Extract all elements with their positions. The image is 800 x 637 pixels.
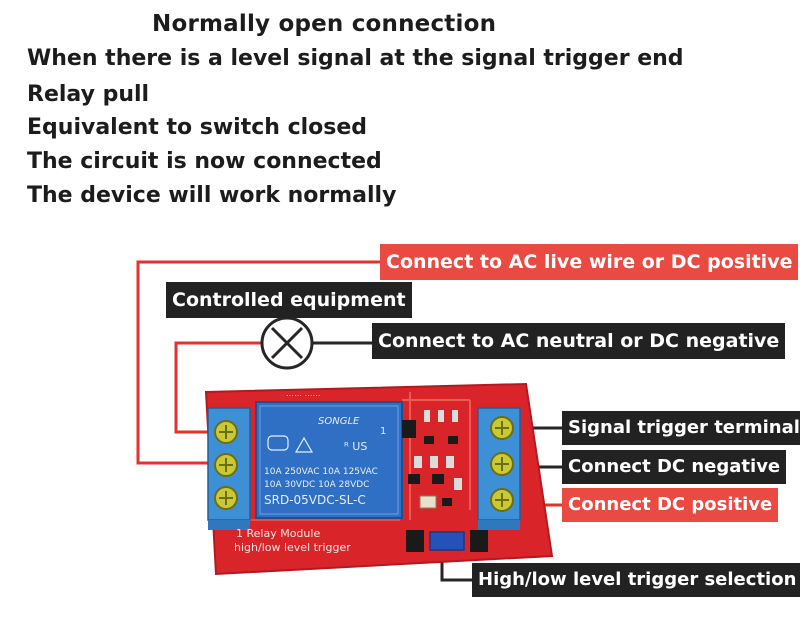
intro-line: When there is a level signal at the sign… <box>27 46 684 71</box>
relay-brand: SONGLE <box>318 416 360 427</box>
intro-line: The circuit is now connected <box>27 149 382 174</box>
smd-components <box>402 410 462 509</box>
equipment-lamp-symbol <box>260 316 314 370</box>
relay-rating-line-1: 10A 250VAC 10A 125VAC <box>264 467 378 477</box>
relay-module-board: …… …… SONGLE 1 ᴿ US 10A 250VAC 10A 125VA… <box>204 382 554 576</box>
label-signal-trigger: Signal trigger terminal <box>562 411 800 445</box>
label-dc-negative: Connect DC negative <box>562 450 787 484</box>
relay-rating-line-2: 10A 30VDC 10A 28VDC <box>264 480 369 490</box>
board-module-text: 1 Relay Module <box>236 527 320 540</box>
intro-line: Relay pull <box>27 82 150 107</box>
relay-pin-number: 1 <box>380 426 386 437</box>
label-controlled-equipment: Controlled equipment <box>166 282 412 318</box>
output-terminal-block <box>207 407 251 530</box>
wire-ac-live <box>136 260 380 465</box>
signal-terminal-block <box>477 407 521 530</box>
wire-equipment-to-no <box>174 341 262 434</box>
board-trigger-text: high/low level trigger <box>234 541 351 554</box>
intro-line: The device will work normally <box>27 183 397 208</box>
relay-component: SONGLE 1 ᴿ US 10A 250VAC 10A 125VAC 10A … <box>255 401 403 519</box>
intro-text: Normally open connection When there is a… <box>0 0 800 220</box>
svg-text:ᴿ US: ᴿ US <box>344 440 367 453</box>
label-dc-positive: Connect DC positive <box>562 488 779 522</box>
relay-model: SRD-05VDC-SL-C <box>264 493 366 507</box>
label-ac-live: Connect to AC live wire or DC positive <box>380 244 799 280</box>
svg-text:…… ……: …… …… <box>286 389 321 398</box>
intro-title: Normally open connection <box>152 11 497 37</box>
intro-line: Equivalent to switch closed <box>27 115 368 140</box>
trigger-jumper <box>406 530 488 552</box>
label-trigger-selection: High/low level trigger selection <box>472 563 800 597</box>
label-ac-neutral: Connect to AC neutral or DC negative <box>372 323 786 359</box>
